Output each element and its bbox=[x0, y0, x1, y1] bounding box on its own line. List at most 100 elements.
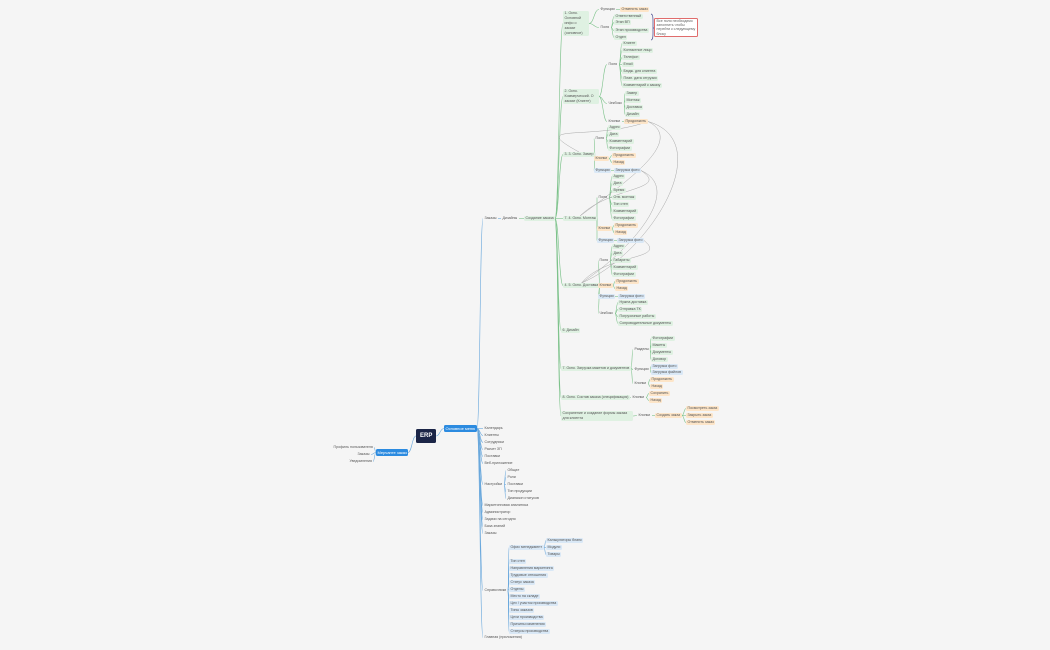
node-z[interactable]: Главная (приложения) bbox=[484, 634, 522, 639]
node-s5a[interactable]: Поля bbox=[599, 257, 609, 262]
node-s2b[interactable]: Чекбокс bbox=[608, 100, 623, 105]
node-s5a1[interactable]: Адрес bbox=[612, 243, 626, 249]
node-k4[interactable]: Расчет ЗП bbox=[484, 446, 502, 451]
node-s1b3[interactable]: Этап производства bbox=[614, 27, 649, 33]
node-p9[interactable]: Типы заказов bbox=[509, 607, 535, 613]
node-k7a[interactable]: Общие bbox=[507, 467, 520, 472]
node-s3a1[interactable]: Адрес bbox=[608, 124, 622, 130]
node-s2b2[interactable]: Монтаж bbox=[625, 97, 642, 103]
node-k7e[interactable]: Диапазон статусов bbox=[507, 495, 539, 500]
node-s3a[interactable]: Поля bbox=[595, 135, 605, 140]
node-p2[interactable]: Тип стен bbox=[509, 558, 527, 564]
node-n1[interactable]: Все поля необходимо заполнить чтобы пере… bbox=[654, 17, 698, 38]
node-s2c1[interactable]: Продолжить bbox=[624, 118, 648, 124]
node-s4a3[interactable]: Время bbox=[612, 187, 626, 193]
node-s8a1[interactable]: Сохранить bbox=[649, 390, 670, 396]
node-s9[interactable]: Сохранение и создание формы заказа для к… bbox=[561, 410, 633, 421]
node-s4b1[interactable]: Продолжить bbox=[614, 222, 638, 228]
node-s7c1[interactable]: Продолжить bbox=[650, 376, 674, 382]
node-r3[interactable]: Создание заказа bbox=[524, 215, 556, 221]
node-s4a6[interactable]: Комментарий bbox=[612, 208, 638, 214]
node-s5b1[interactable]: Продолжить bbox=[615, 278, 639, 284]
node-p1[interactable]: Офис менеджмент bbox=[509, 544, 544, 550]
node-s2c[interactable]: Кнопки bbox=[608, 118, 621, 123]
node-s3b[interactable]: Кнопки bbox=[594, 155, 609, 161]
node-k7d[interactable]: Тип продукции bbox=[507, 488, 532, 493]
node-s2b4[interactable]: Дизайн bbox=[625, 111, 641, 117]
node-s3a4[interactable]: Фотографии bbox=[608, 145, 632, 151]
node-s9a4[interactable]: Отменить заказ bbox=[686, 419, 716, 425]
node-r1[interactable]: Заказы bbox=[484, 215, 497, 220]
node-s4c[interactable]: Функции bbox=[597, 237, 615, 243]
node-s2a2[interactable]: Контактное лицо bbox=[622, 47, 654, 53]
node-s1b2[interactable]: Этап ВП bbox=[614, 19, 632, 25]
node-s5b2[interactable]: Назад bbox=[615, 285, 629, 291]
node-s4a7[interactable]: Фотографии bbox=[612, 215, 636, 221]
node-s2a1[interactable]: Клиент bbox=[622, 40, 637, 46]
node-s1b1[interactable]: Ответственный bbox=[614, 13, 643, 19]
node-s2b1[interactable]: Замер bbox=[625, 90, 639, 96]
node-s5a2[interactable]: Дата bbox=[612, 250, 623, 256]
node-s4a5[interactable]: Тип стен bbox=[612, 201, 630, 207]
node-s9a2[interactable]: Посмотреть заказ bbox=[686, 405, 719, 411]
node-k7[interactable]: Настройки bbox=[484, 481, 503, 486]
node-s2a5[interactable]: Бюдж. для клиента bbox=[622, 68, 657, 74]
node-s2a3[interactable]: Телефон bbox=[622, 54, 640, 60]
node-p1a[interactable]: Калькуляторы бланк bbox=[546, 537, 584, 543]
node-l1[interactable]: Мерчанте заказ bbox=[376, 448, 409, 456]
node-s4a2[interactable]: Дата bbox=[612, 180, 623, 186]
node-s7c2[interactable]: Назад bbox=[650, 383, 664, 389]
node-s8[interactable]: 8. Окно. Состав заказа (спецификация) bbox=[561, 394, 630, 400]
node-s2b3[interactable]: Доставка bbox=[625, 104, 644, 110]
node-s1a1[interactable]: Отменить заказ bbox=[620, 6, 650, 12]
node-s5b[interactable]: Кнопки bbox=[598, 282, 613, 288]
node-p11[interactable]: Причины изменения bbox=[509, 621, 547, 627]
node-p1b[interactable]: Модули bbox=[546, 544, 562, 550]
node-s5d1[interactable]: Нужна доставка bbox=[618, 299, 648, 305]
node-s7[interactable]: 7. Окно. Загрузка макетов и документов bbox=[561, 365, 631, 371]
node-s4a4[interactable]: Отв. монтаж bbox=[612, 194, 636, 200]
node-s2a[interactable]: Поля bbox=[608, 61, 618, 66]
node-p3[interactable]: Направления маркетинга bbox=[509, 565, 555, 571]
node-s3c1[interactable]: Загрузка фото bbox=[614, 167, 642, 173]
node-k5[interactable]: Поставки bbox=[484, 453, 500, 458]
node-p8[interactable]: Цех / участок производства bbox=[509, 600, 558, 606]
node-s3b1[interactable]: Продолжить bbox=[612, 152, 636, 158]
node-s7b[interactable]: Функции bbox=[634, 366, 649, 371]
node-s5c[interactable]: Функции bbox=[598, 293, 616, 299]
node-s7b1[interactable]: Загрузка фото bbox=[651, 363, 679, 369]
node-s5c1[interactable]: Загрузка фото bbox=[618, 293, 646, 299]
node-l4[interactable]: Уведомления bbox=[349, 458, 372, 463]
node-s1b[interactable]: Поля bbox=[600, 24, 610, 29]
node-s7a3[interactable]: Документы bbox=[651, 349, 673, 355]
node-s1[interactable]: 1. Окно. Основной инфо о заказе (основно… bbox=[563, 10, 589, 36]
node-s5d[interactable]: Чекбокс bbox=[599, 310, 614, 315]
node-p5[interactable]: Статус заказа bbox=[509, 579, 536, 585]
node-k12[interactable]: Заказы bbox=[484, 530, 497, 535]
node-k9[interactable]: Администратор bbox=[484, 509, 511, 514]
node-erp[interactable]: ERP bbox=[416, 429, 437, 443]
node-s5[interactable]: 4. 5. Окно. Доставка bbox=[563, 282, 600, 288]
node-s4[interactable]: 7. 4. Окно. Монтаж bbox=[563, 215, 598, 221]
node-s2a6[interactable]: План. дата отгрузки bbox=[622, 75, 659, 81]
node-s8a[interactable]: Кнопки bbox=[632, 394, 645, 399]
node-p[interactable]: Справочники bbox=[484, 587, 507, 592]
node-s9a3[interactable]: Закрыть заказ bbox=[686, 412, 713, 418]
node-s6[interactable]: 6. Дизайн bbox=[561, 327, 581, 333]
node-s2a4[interactable]: Email bbox=[622, 61, 634, 67]
node-s7a4[interactable]: Договор bbox=[651, 356, 668, 362]
node-p4[interactable]: Трудовые отношения bbox=[509, 572, 548, 578]
node-s7a1[interactable]: Фотографии bbox=[651, 335, 675, 341]
node-p6[interactable]: Отделы bbox=[509, 586, 525, 592]
node-p1c[interactable]: Товары bbox=[546, 551, 562, 557]
node-m[interactable]: Основное меню bbox=[444, 424, 477, 432]
node-s4b[interactable]: Кнопки bbox=[597, 225, 612, 231]
node-p12[interactable]: Статусы производства bbox=[509, 628, 550, 634]
node-r2[interactable]: Дизайны bbox=[502, 215, 518, 220]
node-s4a[interactable]: Поля bbox=[598, 194, 608, 199]
node-p7[interactable]: Место на складе bbox=[509, 593, 541, 599]
node-s2[interactable]: 2. Окно. Коммерческий. О заказе (Клиент) bbox=[563, 88, 599, 104]
node-s3b2[interactable]: Назад bbox=[612, 159, 626, 165]
node-s7b2[interactable]: Загрузка файлов bbox=[651, 369, 683, 375]
node-s5a5[interactable]: Фотографии bbox=[612, 271, 636, 277]
